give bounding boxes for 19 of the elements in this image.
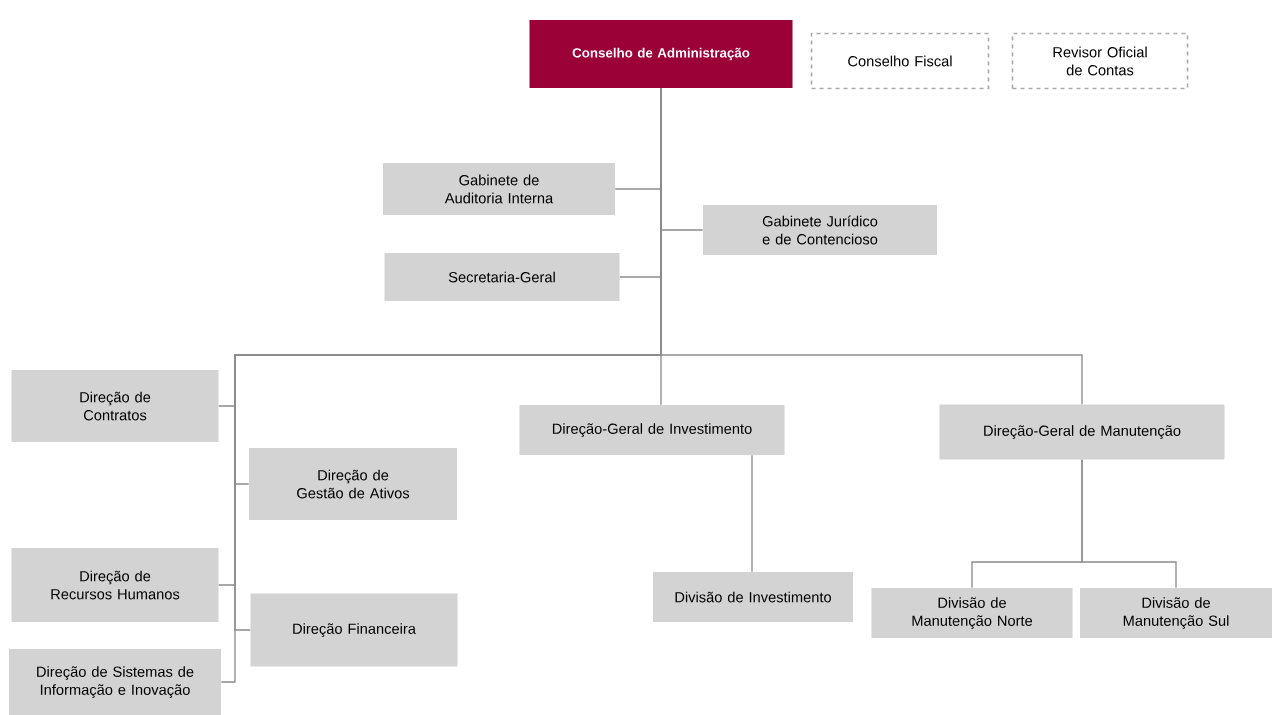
org-box: Direção-Geral de Manutenção	[939, 404, 1225, 460]
org-box: Gabinete de Auditoria Interna	[383, 163, 615, 215]
org-box: Direção de Sistemas de Informação e Inovação	[9, 649, 221, 715]
org-box: Conselho Fiscal	[810, 32, 990, 90]
org-box: Conselho de Administração	[529, 20, 793, 88]
connector-line	[751, 454, 753, 573]
org-box: Divisão de Investimento	[653, 572, 853, 622]
org-box: Direção Financeira	[250, 593, 458, 667]
connector-line	[660, 87, 1083, 405]
org-box: Secretaria-Geral	[384, 253, 620, 301]
connector-line	[1081, 459, 1177, 589]
org-box: Direção de Contratos	[11, 370, 219, 442]
org-box: Divisão de Manutenção Sul	[1080, 588, 1272, 638]
org-box: Gabinete Jurídico e de Contencioso	[703, 205, 937, 255]
org-box: Direção de Recursos Humanos	[11, 548, 219, 622]
org-box: Revisor Oficial de Contas	[1011, 32, 1189, 90]
org-box: Divisão de Manutenção Norte	[871, 588, 1073, 638]
org-box: Direção-Geral de Investimento	[519, 405, 785, 455]
org-box: Direção de Gestão de Ativos	[249, 448, 457, 520]
